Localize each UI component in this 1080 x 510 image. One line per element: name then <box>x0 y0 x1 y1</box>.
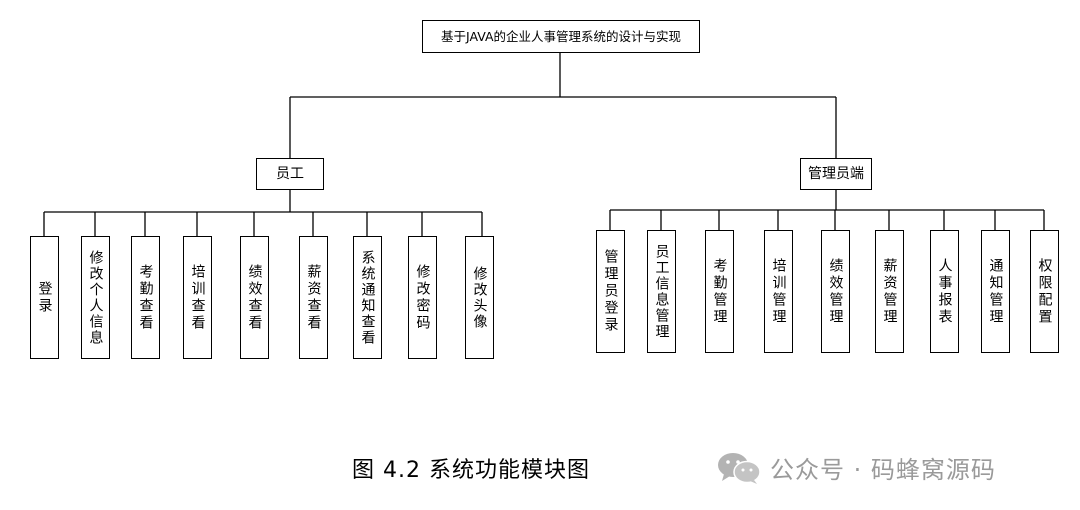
admin-module-hr-reports: 人事报表 <box>930 230 959 353</box>
root-node: 基于JAVA的企业人事管理系统的设计与实现 <box>422 20 700 53</box>
watermark: 公众号 · 码蜂窝源码 <box>716 450 996 485</box>
admin-module-attendance: 考勤管理 <box>705 230 734 353</box>
employee-node: 员工 <box>256 158 324 190</box>
admin-module-employee-info: 员工信息管理 <box>647 230 676 353</box>
admin-module-training: 培训管理 <box>764 230 793 353</box>
employee-module-attendance: 考勤查看 <box>131 236 160 359</box>
admin-module-notices: 通知管理 <box>981 230 1010 353</box>
admin-module-login: 管理员登录 <box>596 230 625 353</box>
watermark-text: 公众号 · 码蜂窝源码 <box>770 456 996 484</box>
employee-module-training: 培训查看 <box>183 236 212 359</box>
employee-module-avatar: 修改头像 <box>465 236 494 359</box>
employee-module-notices: 系统通知查看 <box>353 236 382 359</box>
employee-module-salary: 薪资查看 <box>299 236 328 359</box>
admin-module-performance: 绩效管理 <box>821 230 850 353</box>
employee-module-edit-profile: 修改个人信息 <box>81 236 110 359</box>
wechat-icon <box>718 452 761 484</box>
employee-module-performance: 绩效查看 <box>240 236 269 359</box>
employee-module-login: 登录 <box>30 236 59 359</box>
admin-module-permissions: 权限配置 <box>1030 230 1059 353</box>
admin-node: 管理员端 <box>800 158 872 190</box>
figure-caption: 图 4.2 系统功能模块图 <box>352 458 590 483</box>
employee-module-password: 修改密码 <box>408 236 437 359</box>
admin-module-salary: 薪资管理 <box>875 230 904 353</box>
